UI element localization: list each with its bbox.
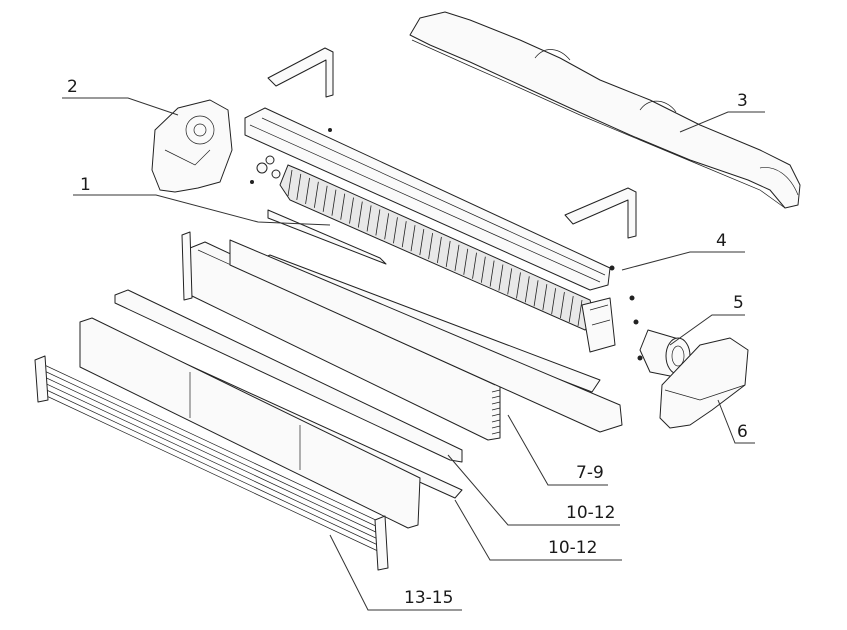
- air-filter-panel: [79, 317, 421, 529]
- label-part-6: 6: [737, 422, 748, 442]
- part-labels: 2 1 3 4 5 6 7-9 10-12 10-12 13-15: [67, 77, 748, 608]
- part-4-motor-mount: [581, 297, 616, 353]
- chassis-frame: [244, 107, 611, 291]
- label-part-4: 4: [716, 231, 727, 251]
- label-part-10-12-upper: 10-12: [566, 503, 615, 523]
- label-part-13-15: 13-15: [404, 588, 453, 608]
- part-3-top-cover: [409, 11, 801, 209]
- upper-bracket: [267, 47, 334, 98]
- part-10-12-filter-rail-upper: [114, 289, 463, 463]
- part-7-9-coil-and-tray: [181, 231, 623, 441]
- part-13-15-front-grille: [34, 355, 389, 571]
- label-part-3: 3: [737, 91, 748, 111]
- part-2-left-end-cap: [151, 99, 233, 193]
- part-1-blower-wheel: [279, 164, 596, 331]
- label-part-1: 1: [80, 175, 91, 195]
- part-6-right-end-cap: [659, 337, 749, 429]
- label-part-5: 5: [733, 293, 744, 313]
- label-part-2: 2: [67, 77, 78, 97]
- label-part-10-12-lower: 10-12: [548, 538, 597, 558]
- leader-lines: [62, 97, 765, 611]
- screws-and-bushings: [250, 128, 643, 361]
- lower-bracket: [564, 187, 637, 239]
- label-part-7-9: 7-9: [576, 463, 604, 483]
